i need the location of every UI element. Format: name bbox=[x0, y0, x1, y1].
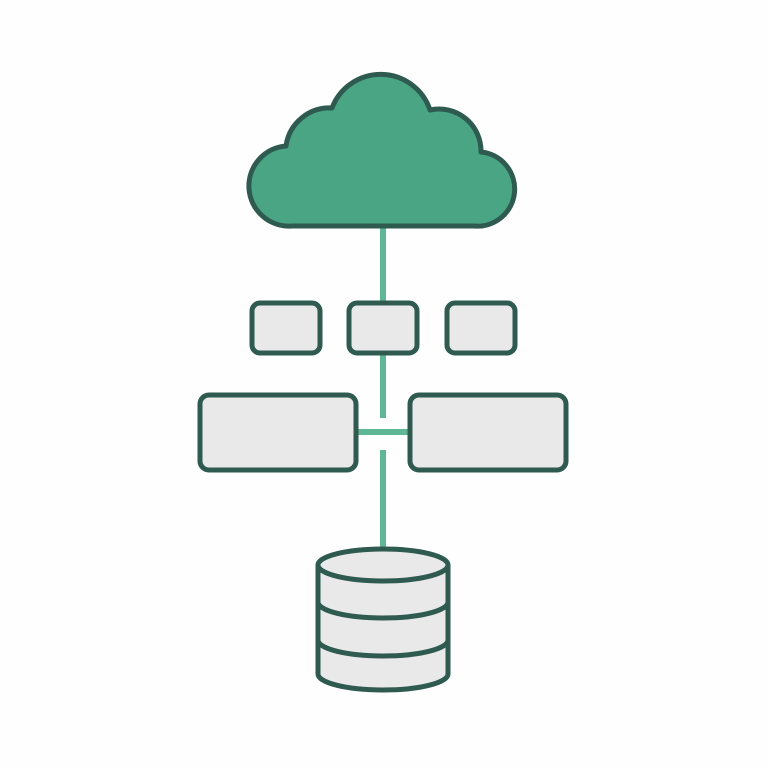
small-box-1 bbox=[249, 300, 323, 356]
small-box-row bbox=[249, 300, 518, 356]
small-box-2 bbox=[346, 300, 420, 356]
wide-box-right bbox=[407, 392, 569, 473]
wide-box-left bbox=[197, 392, 359, 473]
connectors bbox=[356, 226, 410, 550]
database-icon bbox=[315, 546, 451, 693]
cloud-icon bbox=[246, 71, 518, 229]
small-box-3 bbox=[444, 300, 518, 356]
wide-box-row bbox=[197, 392, 569, 473]
